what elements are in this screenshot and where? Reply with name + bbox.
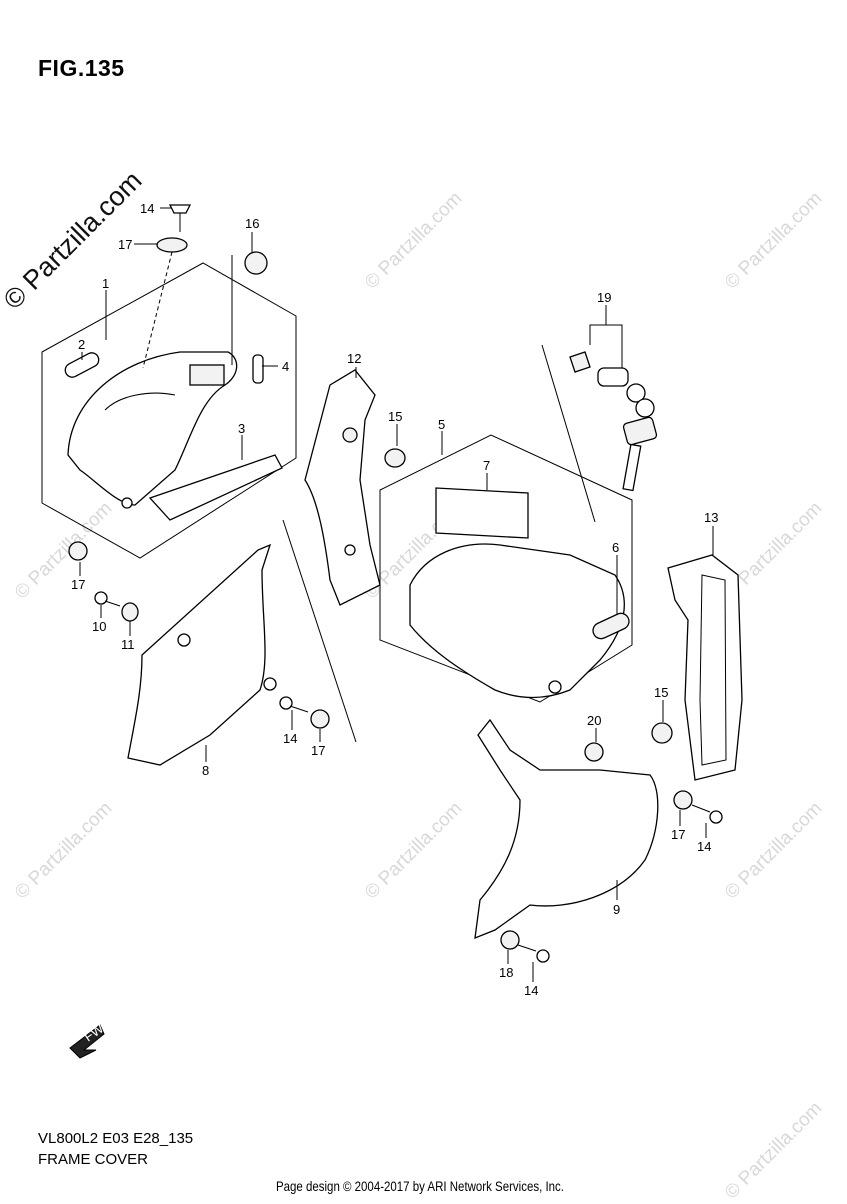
bracket-12 [304, 369, 381, 606]
grommet-17 [68, 541, 88, 561]
callout-11: 11 [121, 637, 135, 652]
callout-13: 13 [704, 510, 718, 525]
callout-17: 17 [671, 827, 685, 842]
grommet-15 [384, 448, 406, 468]
callout-19: 19 [597, 290, 611, 305]
bolt-14-mid [279, 696, 293, 710]
callout-14: 14 [283, 731, 297, 746]
fwd-label: FWD [81, 1015, 114, 1044]
callout-7: 7 [483, 458, 490, 473]
assembly-outline-5 [379, 434, 633, 703]
fwd-arrow-icon: FWD [69, 1015, 114, 1059]
grommet-18 [500, 930, 520, 950]
callout-4: 4 [282, 359, 289, 374]
key-19 [622, 416, 658, 446]
callout-20: 20 [587, 713, 601, 728]
pin-4 [252, 354, 264, 384]
callout-18: 18 [499, 965, 513, 980]
bolt-14-bottom [536, 949, 550, 963]
page-credit: Page design © 2004-2017 by ARI Network S… [276, 1178, 564, 1194]
callout-1: 1 [102, 276, 109, 291]
cushion-2 [64, 352, 100, 378]
emblem-6 [592, 612, 630, 640]
washer-17-top [156, 237, 188, 253]
callout-14: 14 [524, 983, 538, 998]
callout-2: 2 [78, 337, 85, 352]
grommet-16 [244, 251, 268, 275]
model-code: VL800L2 E03 E28_135 [38, 1130, 194, 1147]
callout-6: 6 [612, 540, 619, 555]
figure-title: FIG.135 [38, 55, 125, 81]
figure-subtitle: FRAME COVER [38, 1151, 149, 1168]
grommet-17-mid [310, 709, 330, 729]
screw-14-top [168, 204, 192, 214]
label-7 [435, 487, 529, 539]
callout-12: 12 [347, 351, 361, 366]
callout-17: 17 [118, 237, 132, 252]
bracket-13 [667, 554, 743, 781]
callout-15: 15 [654, 685, 668, 700]
grommet-15-right [651, 722, 673, 744]
callout-3: 3 [238, 421, 245, 436]
bolt-14-right [709, 810, 723, 824]
callout-16: 16 [245, 216, 259, 231]
callout-5: 5 [438, 417, 445, 432]
grommet-20 [584, 742, 604, 762]
lock-19 [597, 367, 629, 387]
frame-cover-lower-right [474, 718, 659, 940]
callout-17: 17 [311, 743, 325, 758]
cover-bracket [189, 364, 225, 386]
callout-14: 14 [140, 201, 154, 216]
nut-19 [569, 351, 591, 373]
callout-8: 8 [202, 763, 209, 778]
callout-17: 17 [71, 577, 85, 592]
callout-14: 14 [697, 839, 711, 854]
collar-11 [121, 602, 139, 622]
strip-3 [148, 454, 283, 521]
callout-15: 15 [388, 409, 402, 424]
frame-cover-lower-left [127, 543, 272, 766]
frame-cover-right [409, 543, 625, 699]
bolt-10 [94, 591, 108, 605]
callout-9: 9 [613, 902, 620, 917]
assembly-outline-1 [41, 262, 297, 559]
callout-10: 10 [92, 619, 106, 634]
grommet-17-right [673, 790, 693, 810]
